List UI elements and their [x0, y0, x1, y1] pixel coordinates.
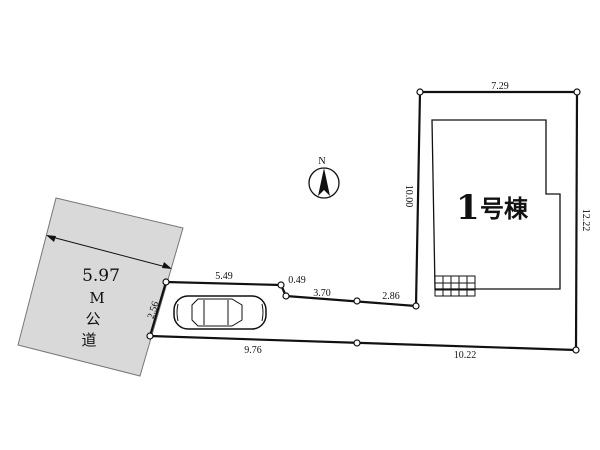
road-type-char-2: 道: [81, 331, 96, 349]
marker-top-left: [416, 88, 424, 96]
dim-lot-top: 7.29: [491, 81, 509, 92]
marker-jog-bottom: [282, 292, 290, 300]
road-width-arrow-left: [46, 235, 56, 242]
road-type-char-1: 公: [85, 310, 100, 328]
marker-front-top: [162, 278, 170, 286]
marker-jog-top: [277, 281, 285, 289]
marker-bottom-mid: [353, 339, 361, 347]
marker-lane-mid: [353, 297, 361, 305]
marker-top-right: [573, 88, 581, 96]
car-icon: [173, 295, 267, 330]
road-width-label: 5.97: [82, 266, 120, 286]
compass-north-label: N: [318, 156, 325, 167]
building-suffix: 号棟: [480, 194, 529, 223]
boundary-markers: [146, 88, 581, 354]
dim-frontage: 2.56: [146, 300, 162, 320]
marker-bottom-right: [572, 346, 580, 354]
marker-lane-corner: [412, 302, 420, 310]
dim-lot-left: 10.00: [403, 185, 414, 208]
road-width-arrow-right: [162, 262, 172, 269]
compass-needle-icon: [318, 168, 330, 196]
marker-bottom-left: [146, 332, 154, 340]
dim-bottom-left: 9.76: [244, 345, 262, 356]
dim-lot-right: 12.22: [580, 209, 591, 232]
dim-jog: 0.49: [288, 275, 306, 286]
road-unit-label: M: [89, 289, 104, 307]
building-number: 1: [456, 188, 480, 228]
north-compass: N: [308, 156, 340, 199]
dim-lane-top-right: 2.86: [382, 291, 400, 302]
dim-bottom-right: 10.22: [454, 350, 477, 361]
public-road: [17, 197, 184, 377]
road-width-dimension-line: [47, 235, 171, 269]
entrance-deck-grid: [434, 275, 476, 297]
dim-drive-top: 5.49: [215, 271, 233, 282]
dim-lane-top-mid: 3.70: [313, 288, 331, 299]
